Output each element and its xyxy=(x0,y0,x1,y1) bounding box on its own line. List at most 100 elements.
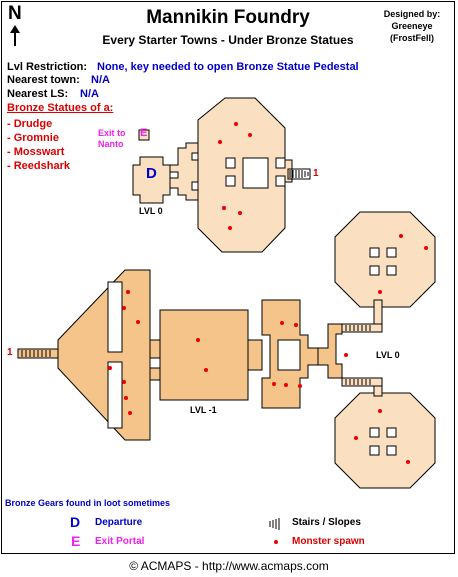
monster-spawn xyxy=(248,133,252,137)
restriction-label: Lvl Restriction: xyxy=(7,61,88,73)
stairs-icon xyxy=(21,350,51,357)
lower-east-corridor xyxy=(247,339,263,371)
south-octagon-pillar xyxy=(386,427,397,438)
south-octagon-room xyxy=(334,392,436,489)
south-octagon-pillar xyxy=(369,427,380,438)
corridor-upper-west xyxy=(169,142,199,201)
stairs-icon xyxy=(345,379,371,385)
monster-spawn xyxy=(284,383,288,387)
compass-letter: N xyxy=(8,3,22,24)
stairs-icon xyxy=(287,168,311,180)
statue-item: - Reedshark xyxy=(7,160,70,172)
nearest-ls-label: Nearest LS: xyxy=(7,88,69,100)
nearest-town-value: N/A xyxy=(91,74,110,86)
departure-marker: D xyxy=(146,165,157,182)
departure-room xyxy=(132,156,171,204)
map-subtitle: Every Starter Towns - Under Bronze Statu… xyxy=(102,33,354,47)
legend-stairs-label: Stairs / Slopes xyxy=(292,517,361,528)
monster-spawn xyxy=(399,234,403,238)
legend-exit-letter: E xyxy=(71,533,81,549)
statue-item: - Drudge xyxy=(7,118,53,130)
monster-spawn xyxy=(124,396,128,400)
north-arrow-icon xyxy=(10,25,20,46)
monster-spawn xyxy=(238,211,242,215)
north-octagon-room xyxy=(334,211,436,308)
east-arm xyxy=(317,323,343,379)
lower-middle-corridor-b xyxy=(149,367,161,381)
upper-hall-center-pit xyxy=(242,157,269,189)
legend-monster-icon xyxy=(274,540,278,544)
exit-label: Exit to Nanto xyxy=(98,128,126,150)
monster-spawn xyxy=(218,140,222,144)
monster-spawn xyxy=(204,368,208,372)
restriction-value: None, key needed to open Bronze Statue P… xyxy=(97,61,359,73)
legend-departure-label: Departure xyxy=(95,517,143,528)
designer-line: Greeneye xyxy=(391,21,433,31)
monster-spawn xyxy=(294,323,298,327)
level-label-middle: LVL -1 xyxy=(190,405,217,415)
legend-departure-letter: D xyxy=(70,514,81,530)
monster-spawn xyxy=(128,411,132,415)
lower-middle-corridor-a xyxy=(149,339,161,359)
corridor-to-north-octagon-riser xyxy=(373,299,383,325)
lower-west-wall xyxy=(107,281,123,353)
lower-west-wall xyxy=(107,361,123,429)
designer-credit: Designed by: Greeneye (FrostFell) xyxy=(372,8,452,44)
designer-line: Designed by: xyxy=(383,9,441,19)
monster-spawn xyxy=(280,321,284,325)
monster-spawn xyxy=(196,338,200,342)
level-label-east: LVL 0 xyxy=(376,350,400,360)
north-octagon-pillar xyxy=(386,247,397,258)
south-octagon-pillar xyxy=(386,445,397,456)
north-octagon-pillar xyxy=(386,265,397,276)
legend-monster-label: Monster spawn xyxy=(292,536,365,547)
monster-spawn xyxy=(354,436,358,440)
monster-spawn xyxy=(378,290,382,294)
south-octagon-pillar xyxy=(369,445,380,456)
statue-item: - Gromnie xyxy=(7,132,59,144)
upper-hall-pillar xyxy=(275,175,286,187)
monster-spawn xyxy=(136,320,140,324)
exit-label-line: Nanto xyxy=(98,139,124,149)
legend-exit-label: Exit Portal xyxy=(95,536,145,547)
monster-spawn xyxy=(122,380,126,384)
monster-spawn xyxy=(222,206,226,210)
nearest-town-label: Nearest town: xyxy=(7,74,80,86)
corridor-to-south-octagon-riser xyxy=(373,385,383,397)
monster-spawn xyxy=(406,460,410,464)
designer-line: (FrostFell) xyxy=(390,33,434,43)
level-label-upper: LVL 0 xyxy=(139,206,163,216)
upper-hall-pillar xyxy=(275,157,286,169)
monster-spawn xyxy=(126,290,130,294)
copyright-footer: © ACMAPS - http://www.acmaps.com xyxy=(129,559,329,573)
monster-spawns xyxy=(108,122,428,464)
statue-item: - Mosswart xyxy=(7,146,65,158)
monster-spawn xyxy=(272,382,276,386)
exit-portal-marker: E xyxy=(140,127,148,139)
monster-spawn xyxy=(298,384,302,388)
connector-label: 1 xyxy=(7,347,13,358)
nearest-ls-value: N/A xyxy=(80,88,99,100)
upper-hall-pillar xyxy=(225,175,236,187)
lower-middle-room xyxy=(159,309,249,401)
upper-hall-pillar xyxy=(225,157,236,169)
loot-note: Bronze Gears found in loot sometimes xyxy=(5,498,171,508)
north-octagon-pillar xyxy=(369,265,380,276)
statues-heading: Bronze Statues of a: xyxy=(7,102,114,114)
map-title: Mannikin Foundry xyxy=(146,7,310,28)
monster-spawn xyxy=(424,246,428,250)
monster-spawn xyxy=(378,409,382,413)
monster-spawn xyxy=(122,306,126,310)
monster-spawn xyxy=(234,122,238,126)
exit-portal-nook xyxy=(138,129,150,141)
stairs-icon xyxy=(345,325,371,331)
connector-label: 1 xyxy=(313,168,319,179)
monster-spawn xyxy=(344,353,348,357)
exit-label-line: Exit to xyxy=(98,128,126,138)
north-octagon-pillar xyxy=(369,247,380,258)
monster-spawn xyxy=(228,226,232,230)
lower-east-pit xyxy=(277,339,301,371)
legend-stairs-icon xyxy=(269,518,280,530)
monster-spawn xyxy=(108,366,112,370)
